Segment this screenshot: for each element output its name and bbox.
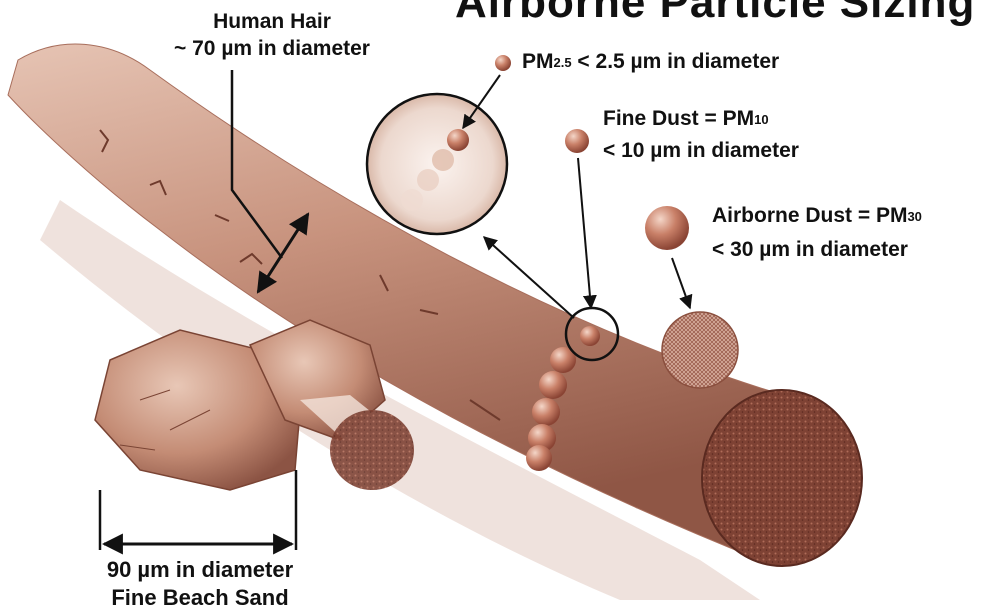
pm25-prefix: PM xyxy=(522,50,554,73)
pm30-label: Airborne Dust = PM30 < 30 µm in diameter xyxy=(712,200,922,266)
pm30-title: Airborne Dust = PM xyxy=(712,204,907,227)
pm10-title: Fine Dust = PM xyxy=(603,107,754,130)
pm30-subscript: 30 xyxy=(907,209,921,224)
hair-name: Human Hair xyxy=(122,8,422,35)
sand-label: 90 µm in diameter Fine Beach Sand xyxy=(50,556,350,612)
pm30-particle-icon xyxy=(645,206,689,250)
pm30-description: < 30 µm in diameter xyxy=(712,234,922,266)
hair-cross-section xyxy=(702,390,862,566)
hair-size: ~ 70 µm in diameter xyxy=(122,35,422,62)
pm25-description: < 2.5 µm in diameter xyxy=(572,50,780,73)
pm10-particle-icon xyxy=(565,129,589,153)
pm25-on-hair-particle xyxy=(580,326,600,346)
sand-size: 90 µm in diameter xyxy=(50,556,350,584)
hair-label: Human Hair ~ 70 µm in diameter xyxy=(122,8,422,62)
pm25-label: PM2.5 < 2.5 µm in diameter xyxy=(522,50,779,74)
pm10-subscript: 10 xyxy=(754,112,768,127)
sand-name: Fine Beach Sand xyxy=(50,584,350,612)
pm10-description: < 10 µm in diameter xyxy=(603,136,799,166)
fine-beach-sand xyxy=(95,320,414,490)
pm10-label: Fine Dust = PM10 < 10 µm in diameter xyxy=(603,104,799,166)
pm25-particle-icon xyxy=(495,55,511,71)
pm30-magnified-circle xyxy=(662,312,738,388)
pm25-subscript: 2.5 xyxy=(554,55,572,70)
page-title: Airborne Particle Sizing xyxy=(455,0,975,28)
arrow-pm30-to-mesh xyxy=(672,258,690,308)
arrow-pm10-to-hair xyxy=(578,158,591,308)
